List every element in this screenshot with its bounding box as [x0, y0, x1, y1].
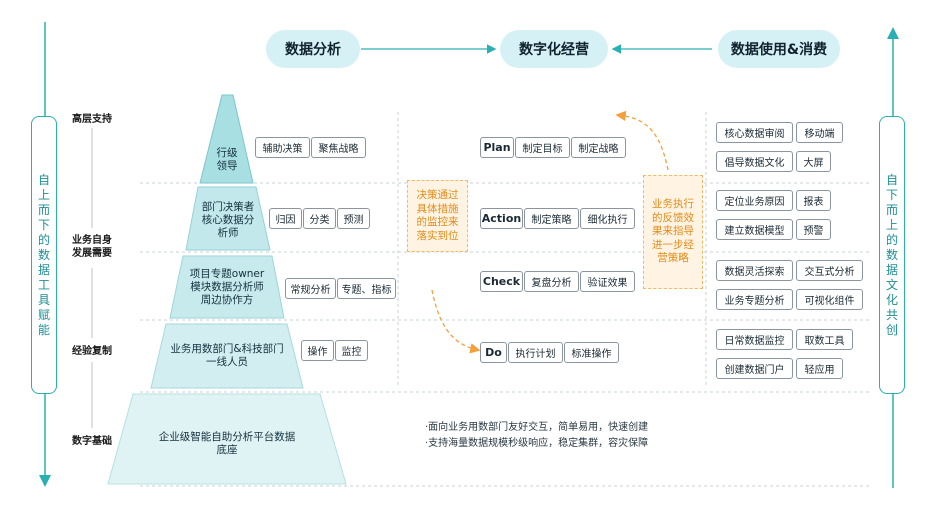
data-consumption-pill: 数据使用&消费 [718, 30, 840, 68]
data-analysis-pill: 数据分析 [266, 30, 360, 68]
tier-4-text: 业务用数部门&科技部门 一线人员 [170, 343, 284, 368]
tag-alert: 预警 [796, 219, 831, 240]
tag-locate-cause: 定位业务原因 [716, 190, 793, 211]
digital-operation-pill: 数字化经营 [500, 30, 608, 68]
tag-classification: 分类 [303, 208, 336, 229]
tag-data-culture: 倡导数据文化 [716, 151, 793, 172]
orange-curve-down [431, 289, 481, 354]
tier-1-text: 行级 领导 [216, 147, 238, 172]
pdca-check: Check [480, 271, 523, 292]
orange-curve-up [615, 110, 669, 171]
tag-interactive-analysis: 交互式分析 [796, 260, 863, 281]
orange-note-left: 决策通过 具体措施 的监控来 落实到位 [407, 180, 468, 252]
pdca-do-plan: 执行计划 [508, 342, 563, 363]
tag-attribution: 归因 [269, 208, 302, 229]
tag-decision-support: 辅助决策 [255, 137, 310, 158]
tag-monitor: 监控 [335, 340, 368, 361]
pdca-action-policy: 制定策略 [524, 208, 579, 229]
tag-regular-analysis: 常规分析 [285, 278, 336, 299]
pdca-do-standard: 标准操作 [564, 342, 619, 363]
pyramid-tier-1 [199, 94, 254, 184]
tag-core-data-review: 核心数据审阅 [716, 122, 793, 143]
tag-data-portal: 创建数据门户 [716, 358, 793, 379]
tag-topic-metric: 专题、指标 [337, 278, 396, 299]
tier-5-text: 企业级智能自助分析平台数据 底座 [158, 431, 296, 456]
pdca-action-execute: 细化执行 [580, 208, 635, 229]
note-massive-data: ·支持海量数据规模秒级响应，稳定集群，容灾保障 [425, 438, 649, 449]
pyramid-tier-4 [150, 323, 304, 389]
level-label-foundation: 数字基础 [72, 436, 112, 447]
note-friendly-interaction: ·面向业务用数部门友好交互，简单易用，快速创建 [425, 422, 649, 433]
tag-light-app: 轻应用 [796, 358, 843, 379]
tag-big-screen: 大屏 [796, 151, 831, 172]
pyramid-tier-2 [185, 186, 271, 251]
tag-prediction: 预测 [337, 208, 370, 229]
tag-data-model: 建立数据模型 [716, 219, 793, 240]
pdca-do: Do [480, 342, 507, 363]
pdca-plan: Plan [480, 137, 514, 158]
tag-report: 报表 [796, 190, 831, 211]
pyramid-tier-3 [169, 255, 285, 319]
pdca-check-review: 复盘分析 [524, 271, 579, 292]
tag-mobile: 移动端 [796, 122, 843, 143]
tag-focus-strategy: 聚焦战略 [311, 137, 366, 158]
pdca-check-verify: 验证效果 [580, 271, 635, 292]
tag-topic-analysis: 业务专题分析 [716, 289, 793, 310]
level-label-experience: 经验复制 [72, 346, 112, 357]
tag-flexible-explore: 数据灵活探索 [716, 260, 793, 281]
pdca-action: Action [480, 208, 523, 229]
left-side-label: 自上而下的数据工具赋能 [31, 116, 57, 394]
orange-note-right: 业务执行 的反馈效 果来指导 进一步经 营策略 [643, 175, 703, 289]
pdca-plan-strategy: 制定战略 [571, 137, 626, 158]
level-label-business: 业务自身 发展需要 [72, 235, 112, 259]
pyramid-tier-5 [107, 393, 347, 485]
tier-2-text: 部门决策者 核心数据分 析师 [201, 200, 255, 239]
tag-operation: 操作 [301, 340, 334, 361]
tag-visual-components: 可视化组件 [796, 289, 863, 310]
tag-fetch-tool: 取数工具 [796, 329, 853, 350]
tag-daily-monitor: 日常数据监控 [716, 329, 793, 350]
right-side-label: 自下而上的数据文化共创 [879, 116, 905, 394]
pdca-plan-goal: 制定目标 [515, 137, 570, 158]
tier-3-text: 项目专题owner 模块数据分析师 周边协作方 [189, 267, 265, 306]
level-label-top: 高层支持 [72, 114, 112, 125]
